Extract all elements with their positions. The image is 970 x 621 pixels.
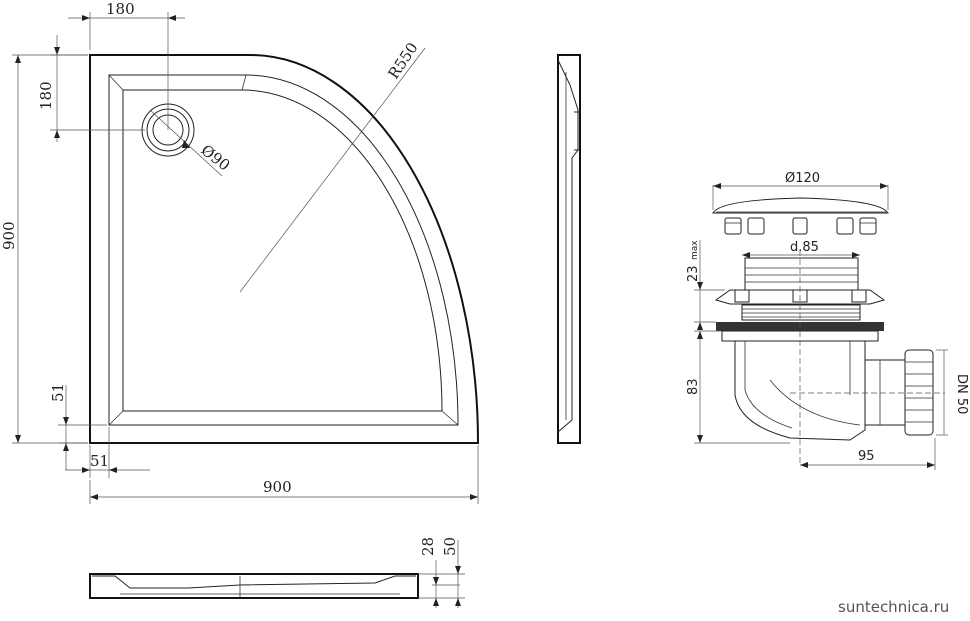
siphon-body	[734, 340, 866, 441]
dim-rim-bottom: 51	[90, 452, 109, 470]
tray-basin-edge	[122, 89, 443, 412]
dim-max: 23	[686, 265, 701, 282]
outlet-nut	[904, 349, 934, 436]
tray-top-view	[89, 47, 480, 444]
siphon-assembly	[712, 197, 945, 465]
watermark: suntechnica.ru	[838, 598, 949, 616]
dim-max-note: max	[690, 240, 700, 260]
dim-left-offset: 180	[37, 81, 55, 110]
tray-side-profile	[557, 54, 581, 444]
dim-outlet-offset: 95	[858, 449, 875, 464]
drain-strainer	[744, 257, 859, 291]
dim-height: 900	[0, 221, 18, 250]
dim-width: 900	[263, 478, 292, 496]
radius-leader	[239, 47, 426, 293]
tray-outer-edge	[89, 54, 480, 444]
tray-rim-line	[108, 74, 459, 426]
dim-inner: 28	[419, 537, 437, 556]
dim-radius: R550	[384, 39, 421, 82]
dim-drain: Ø90	[198, 141, 234, 175]
dim-total: 50	[441, 537, 459, 556]
dim-rim-left: 51	[49, 383, 67, 402]
siphon-dimensions: Ø120 d.85 23 max 83 95 DN 50	[686, 171, 969, 470]
drain-cover	[712, 197, 889, 214]
drain-flange	[714, 289, 886, 305]
dim-cover: Ø120	[785, 171, 820, 186]
dim-strainer: d.85	[790, 240, 819, 255]
tray-bottom-profile	[89, 573, 419, 599]
drain-thread	[741, 304, 861, 321]
bottom-profile-dimensions: 28 50	[418, 537, 465, 608]
dim-height: 83	[686, 378, 701, 395]
dim-outlet: DN 50	[954, 374, 969, 414]
top-view-dimensions: 180 180 900 51 51 900	[0, 0, 479, 504]
dim-top-width: 180	[106, 0, 135, 18]
